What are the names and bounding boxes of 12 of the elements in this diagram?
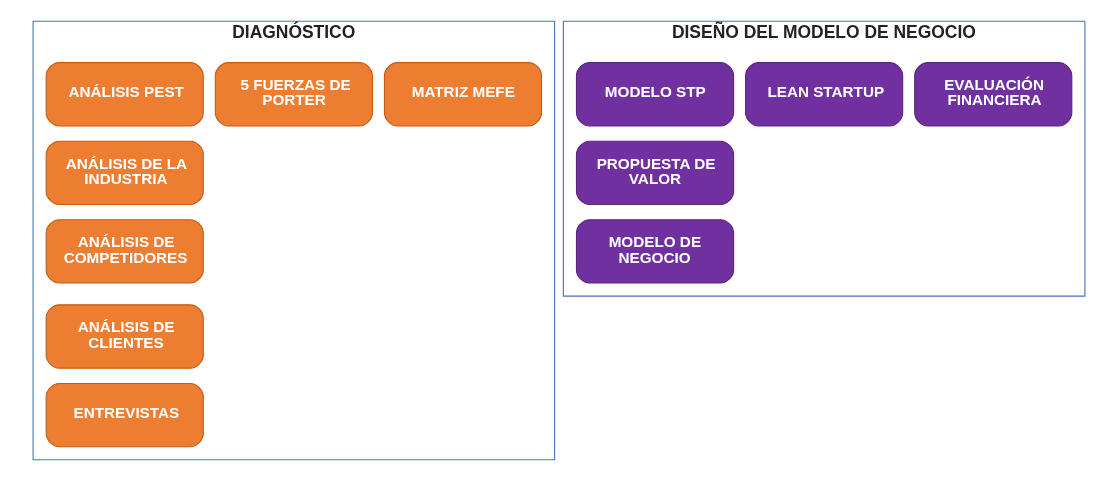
node-box: 5 FUERZAS DE PORTER <box>214 62 373 127</box>
node-box: MODELO DE NEGOCIO <box>575 219 734 284</box>
node-box: ANÁLISIS DE CLIENTES <box>45 304 204 369</box>
node-box: MATRIZ MEFE <box>383 62 542 127</box>
node-box: ANÁLISIS DE COMPETIDORES <box>45 219 204 284</box>
node-box: ANÁLISIS PEST <box>45 62 204 127</box>
node-box: EVALUACIÓN FINANCIERA <box>913 62 1072 127</box>
node-box: PROPUESTA DE VALOR <box>575 140 734 206</box>
node-box: LEAN STARTUP <box>744 62 903 127</box>
node-box: ENTREVISTAS <box>45 382 204 448</box>
node-box: ANÁLISIS DE LA INDUSTRIA <box>45 140 204 206</box>
node-box: MODELO STP <box>575 62 734 127</box>
